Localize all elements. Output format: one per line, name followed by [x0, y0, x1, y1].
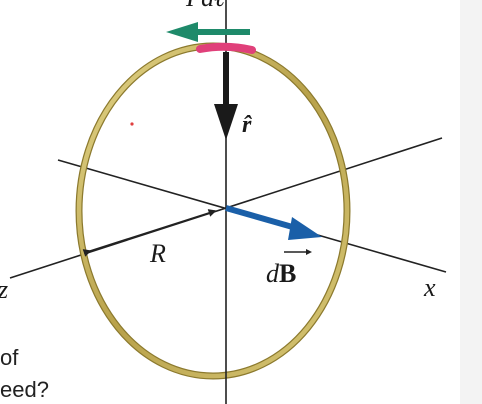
left-arrow-icon [166, 22, 198, 42]
r-hat-label: r̂ [242, 112, 252, 138]
down-arrow-icon [214, 104, 238, 140]
red-dot [130, 122, 134, 126]
right-arrow-icon [288, 217, 322, 240]
scrollbar-strip [460, 0, 482, 404]
db-arrow-shaft [225, 205, 297, 231]
z-axis-label: z [0, 275, 8, 304]
top-label-cut: I dℓ [185, 0, 225, 12]
cutoff-text-line2: eed? [0, 377, 49, 402]
cutoff-text-line1: of [0, 345, 19, 370]
radius-label: R [149, 239, 166, 268]
db-vector-bar-tip [306, 249, 312, 255]
radius-line [82, 209, 217, 257]
x-axis-label: x [423, 273, 436, 302]
current-element-segment [196, 42, 256, 54]
db-label: dB [266, 259, 296, 288]
